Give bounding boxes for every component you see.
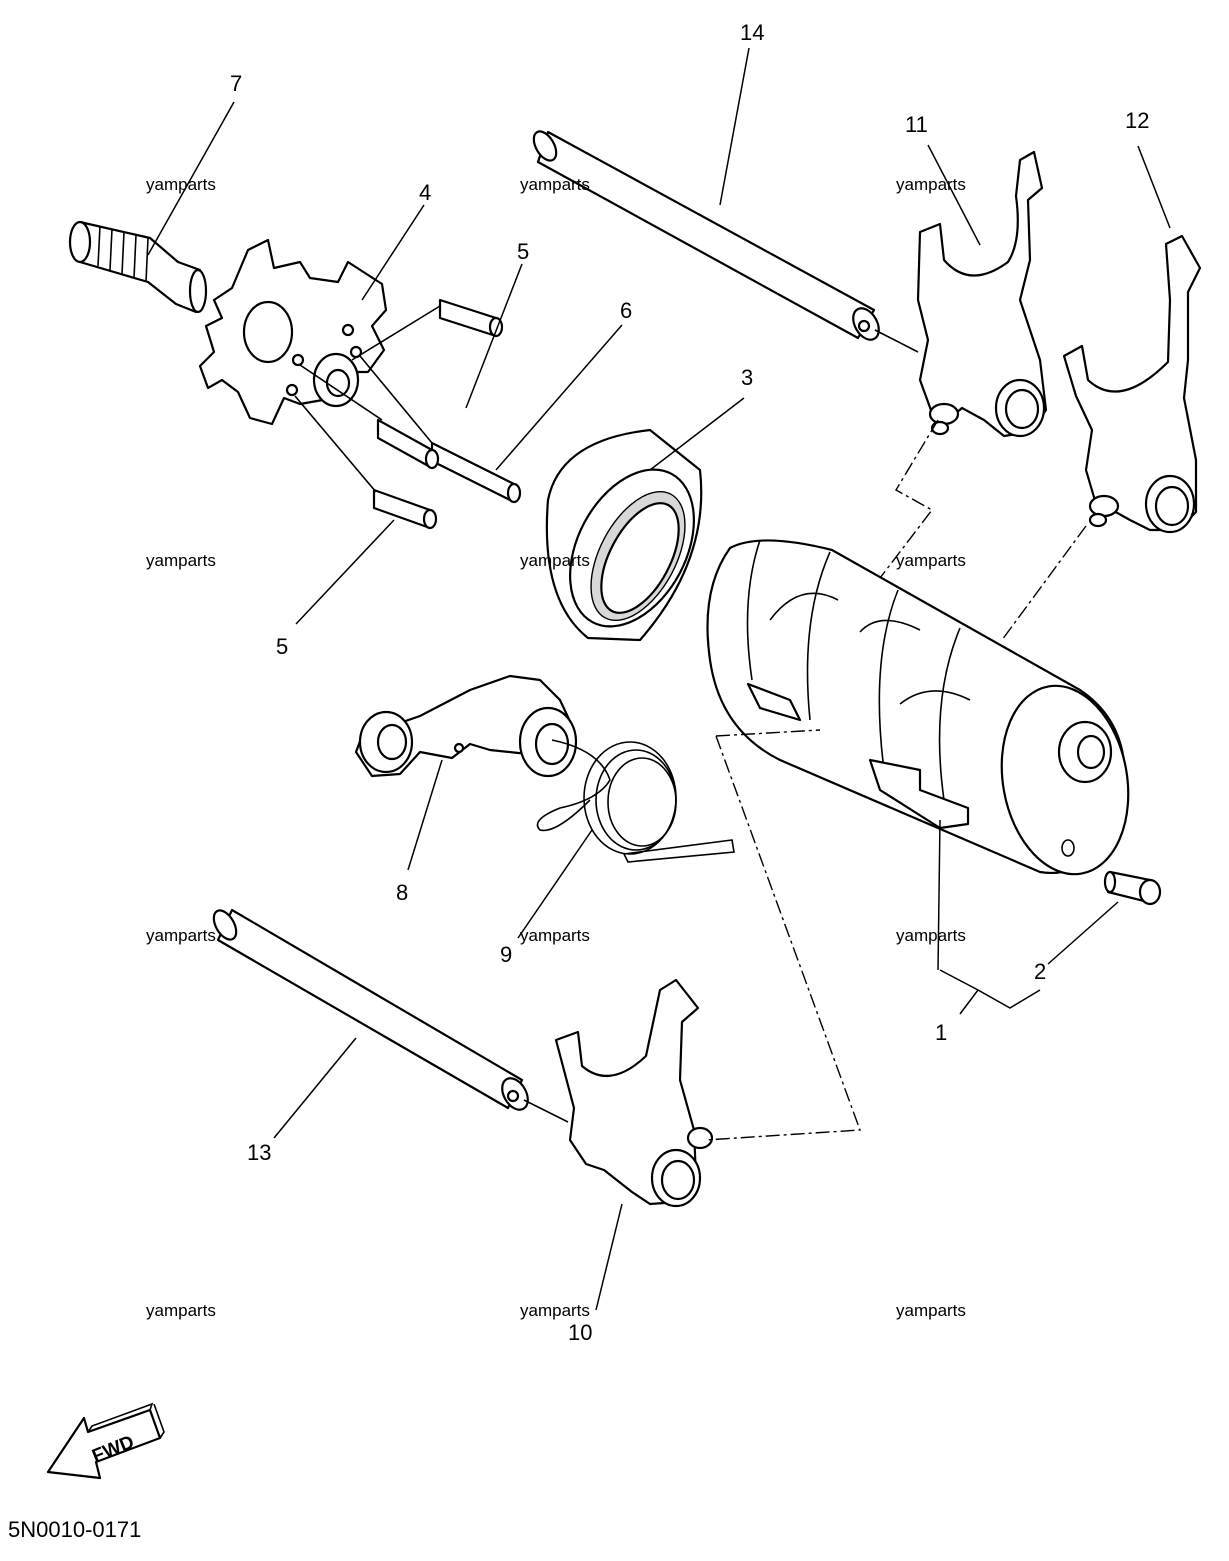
callout-5-upper: 5	[517, 239, 530, 264]
callout-7: 7	[230, 71, 243, 96]
watermark: yamparts	[896, 175, 966, 194]
watermark: yamparts	[520, 1301, 590, 1320]
part-4-segment	[198, 238, 388, 426]
watermark: yamparts	[520, 175, 590, 194]
part-8-lever	[354, 674, 578, 778]
callout-6: 6	[620, 298, 633, 323]
callout-9: 9	[500, 942, 513, 967]
part-2-pin	[1103, 870, 1162, 906]
callout-14: 14	[740, 20, 765, 45]
callout-1: 1	[935, 1020, 948, 1045]
watermark: yamparts	[896, 551, 966, 570]
part-5-6-pins	[294, 298, 522, 530]
watermark: yamparts	[896, 926, 966, 945]
part-11-fork	[916, 150, 1048, 438]
diagram-code: 5N0010-0171	[8, 1517, 142, 1542]
callout-12: 12	[1125, 108, 1150, 133]
watermark: yamparts	[520, 551, 590, 570]
part-3-bearing	[545, 428, 703, 642]
leader-lines	[147, 47, 1171, 1311]
callout-5-lower: 5	[276, 634, 289, 659]
watermark: yamparts	[146, 551, 216, 570]
part-1-drum	[706, 539, 1130, 876]
part-10-fork	[554, 978, 714, 1208]
watermark: yamparts	[146, 175, 216, 194]
watermark: yamparts	[146, 926, 216, 945]
watermark: yamparts	[520, 926, 590, 945]
watermark: yamparts	[146, 1301, 216, 1320]
callout-10: 10	[568, 1320, 593, 1345]
callout-11: 11	[905, 112, 928, 137]
watermark: yamparts	[896, 1301, 966, 1320]
alignment-lines	[705, 419, 1087, 1141]
part-12-fork	[1062, 234, 1202, 534]
callout-3: 3	[741, 365, 754, 390]
callout-8: 8	[396, 880, 409, 905]
fwd-arrow-icon	[46, 1402, 165, 1480]
part-9-spring	[536, 739, 735, 863]
part-13-shaft	[212, 908, 569, 1123]
callout-13: 13	[247, 1140, 272, 1165]
callout-2: 2	[1034, 959, 1047, 984]
part-14-shaft	[532, 130, 919, 353]
part-7-bolt	[68, 220, 208, 314]
callout-4: 4	[419, 180, 432, 205]
